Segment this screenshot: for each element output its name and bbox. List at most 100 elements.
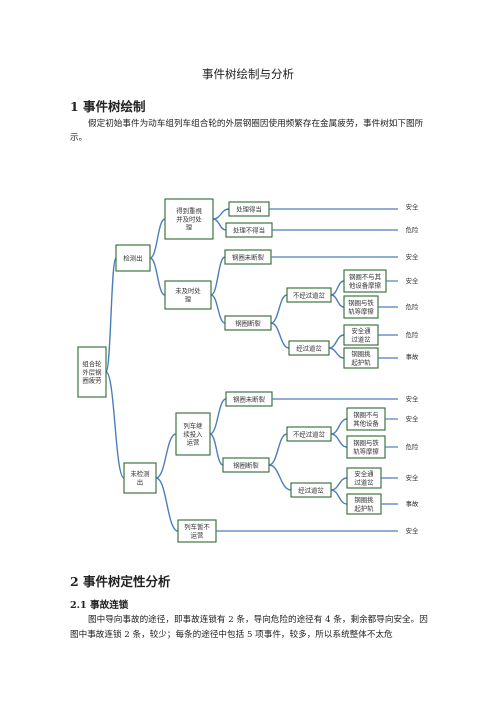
- tree-node-label: 钢圈挑: [351, 349, 371, 358]
- tree-node-label: 未及时处: [175, 286, 201, 295]
- section1-heading: 1 事件树绘制: [70, 99, 146, 114]
- tree-node-label: 钢圈断裂: [233, 460, 259, 469]
- tree-node-label: 钢圈不与: [353, 411, 379, 419]
- outcome-label: 危险: [406, 302, 419, 311]
- tree-node-label: 轨等摩擦: [353, 446, 379, 455]
- tree-node-label: 出: [137, 477, 143, 486]
- tree-node-label: 不经过道岔: [293, 429, 326, 438]
- tree-node-label: 钢圈未断裂: [233, 394, 266, 403]
- tree-node-label: 圈疲劳: [82, 376, 102, 385]
- tree-connector: [210, 294, 226, 324]
- outcome-label: 安全: [406, 473, 419, 482]
- tree-node-b-broken: 钢圈断裂: [222, 457, 270, 473]
- tree-node-label: 钢圈挑: [354, 495, 374, 504]
- tree-node-label: 处理得当: [236, 204, 262, 213]
- tree-connector: [209, 398, 227, 435]
- tree-node-handled-ok: 处理得当: [228, 201, 270, 217]
- outcome-label: 安全: [406, 202, 419, 211]
- document-title: 事件树绘制与分析: [202, 67, 294, 81]
- outcome-label: 事故: [406, 499, 419, 508]
- tree-node-label: 钢圈未断裂: [232, 252, 265, 261]
- outcome-label: 危险: [406, 225, 419, 234]
- tree-connector: [155, 477, 179, 532]
- tree-node-label: 过道岔: [354, 477, 374, 486]
- tree-node-label: 得到重視: [176, 206, 202, 215]
- tree-connector: [155, 433, 177, 479]
- tree-node-label: 起护轨: [351, 357, 371, 366]
- section2-1-paragraph: 图中导向事故的途径，即事故连锁有 2 条，导向危险的途径有 4 条，剩余都导向安…: [70, 615, 428, 640]
- tree-node-label: 过道岔: [351, 334, 371, 343]
- tree-node-detected: 检测出: [115, 244, 151, 272]
- tree-node-label: 续投入: [183, 429, 203, 438]
- tree-node-label: 起护轨: [354, 503, 374, 512]
- tree-node-label: 外层钢: [82, 367, 101, 376]
- tree-connector: [330, 418, 348, 435]
- tree-node-label: 组合轮: [82, 359, 102, 368]
- tree-node-label: 安全通: [354, 469, 374, 478]
- tree-connector: [105, 371, 125, 479]
- tree-node-label: 安全通: [351, 326, 371, 335]
- tree-connector: [212, 208, 230, 220]
- tree-node-label: 理: [185, 295, 192, 303]
- tree-node-label: 钢圈断裂: [235, 318, 261, 327]
- tree-connector: [212, 218, 227, 231]
- tree-node-b-not-broken: 钢圈未断裂: [225, 391, 273, 407]
- tree-node-label: 轨等摩擦: [348, 306, 374, 315]
- tree-node-label: 列车继: [183, 421, 203, 430]
- tree-node-label: 他设备摩擦: [349, 280, 382, 289]
- outcome-label: 安全: [406, 414, 419, 423]
- tree-connector: [209, 433, 224, 466]
- tree-connector: [330, 433, 348, 448]
- tree-connector: [105, 257, 117, 373]
- tree-node-handled-bad: 处理不得当: [225, 222, 273, 238]
- tree-node-a-broken: 钢圈断裂: [224, 315, 272, 331]
- section1-paragraph: 假定初始事件为动车组列车组合轮的外层钢圈因使用频繁存在金属疲劳，事件树如下图所示…: [70, 119, 424, 143]
- tree-node-label: 不经过道岔: [293, 290, 326, 299]
- tree-node-b-switch: 经过道岔: [290, 482, 332, 498]
- tree-node-label: 运营: [187, 438, 200, 447]
- tree-node-label: 理: [186, 224, 193, 232]
- tree-node-label: 经过道岔: [296, 343, 322, 352]
- tree-connector: [330, 294, 345, 308]
- tree-connector: [149, 218, 166, 259]
- tree-node-a-not-switch: 不经过道岔: [286, 287, 332, 303]
- tree-connector: [210, 256, 226, 296]
- tree-connector: [330, 280, 345, 296]
- tree-node-label: 运营: [191, 530, 204, 539]
- tree-connector: [270, 322, 290, 349]
- tree-node-label: 处理不得当: [233, 225, 265, 234]
- tree-node-label: 未检测: [130, 469, 149, 478]
- tree-node-label: 经过道岔: [298, 485, 324, 494]
- tree-connector: [268, 433, 288, 466]
- tree-node-a-not-broken: 钢圈未断裂: [224, 249, 272, 265]
- section2-1-heading: 2.1 事故连锁: [70, 600, 129, 611]
- tree-node-label: 钢圈与铁: [353, 438, 379, 447]
- outcome-label: 安全: [406, 276, 419, 285]
- tree-node-label: 列车暂不: [184, 522, 210, 531]
- tree-node-label: 并及时处: [176, 214, 202, 223]
- tree-connector: [330, 489, 348, 505]
- tree-node-label: 钢圈不与其: [349, 273, 382, 281]
- tree-node-label: 其他设备: [353, 418, 379, 427]
- outcome-label: 安全: [406, 394, 419, 403]
- outcome-label: 安全: [406, 252, 419, 261]
- tree-connector: [330, 477, 348, 491]
- tree-node-label: 钢圈与铁: [348, 298, 374, 307]
- outcome-label: 危险: [406, 442, 419, 451]
- outcome-label: 事故: [406, 352, 419, 361]
- tree-node-label: 检测出: [123, 253, 142, 262]
- tree-connector: [268, 464, 292, 491]
